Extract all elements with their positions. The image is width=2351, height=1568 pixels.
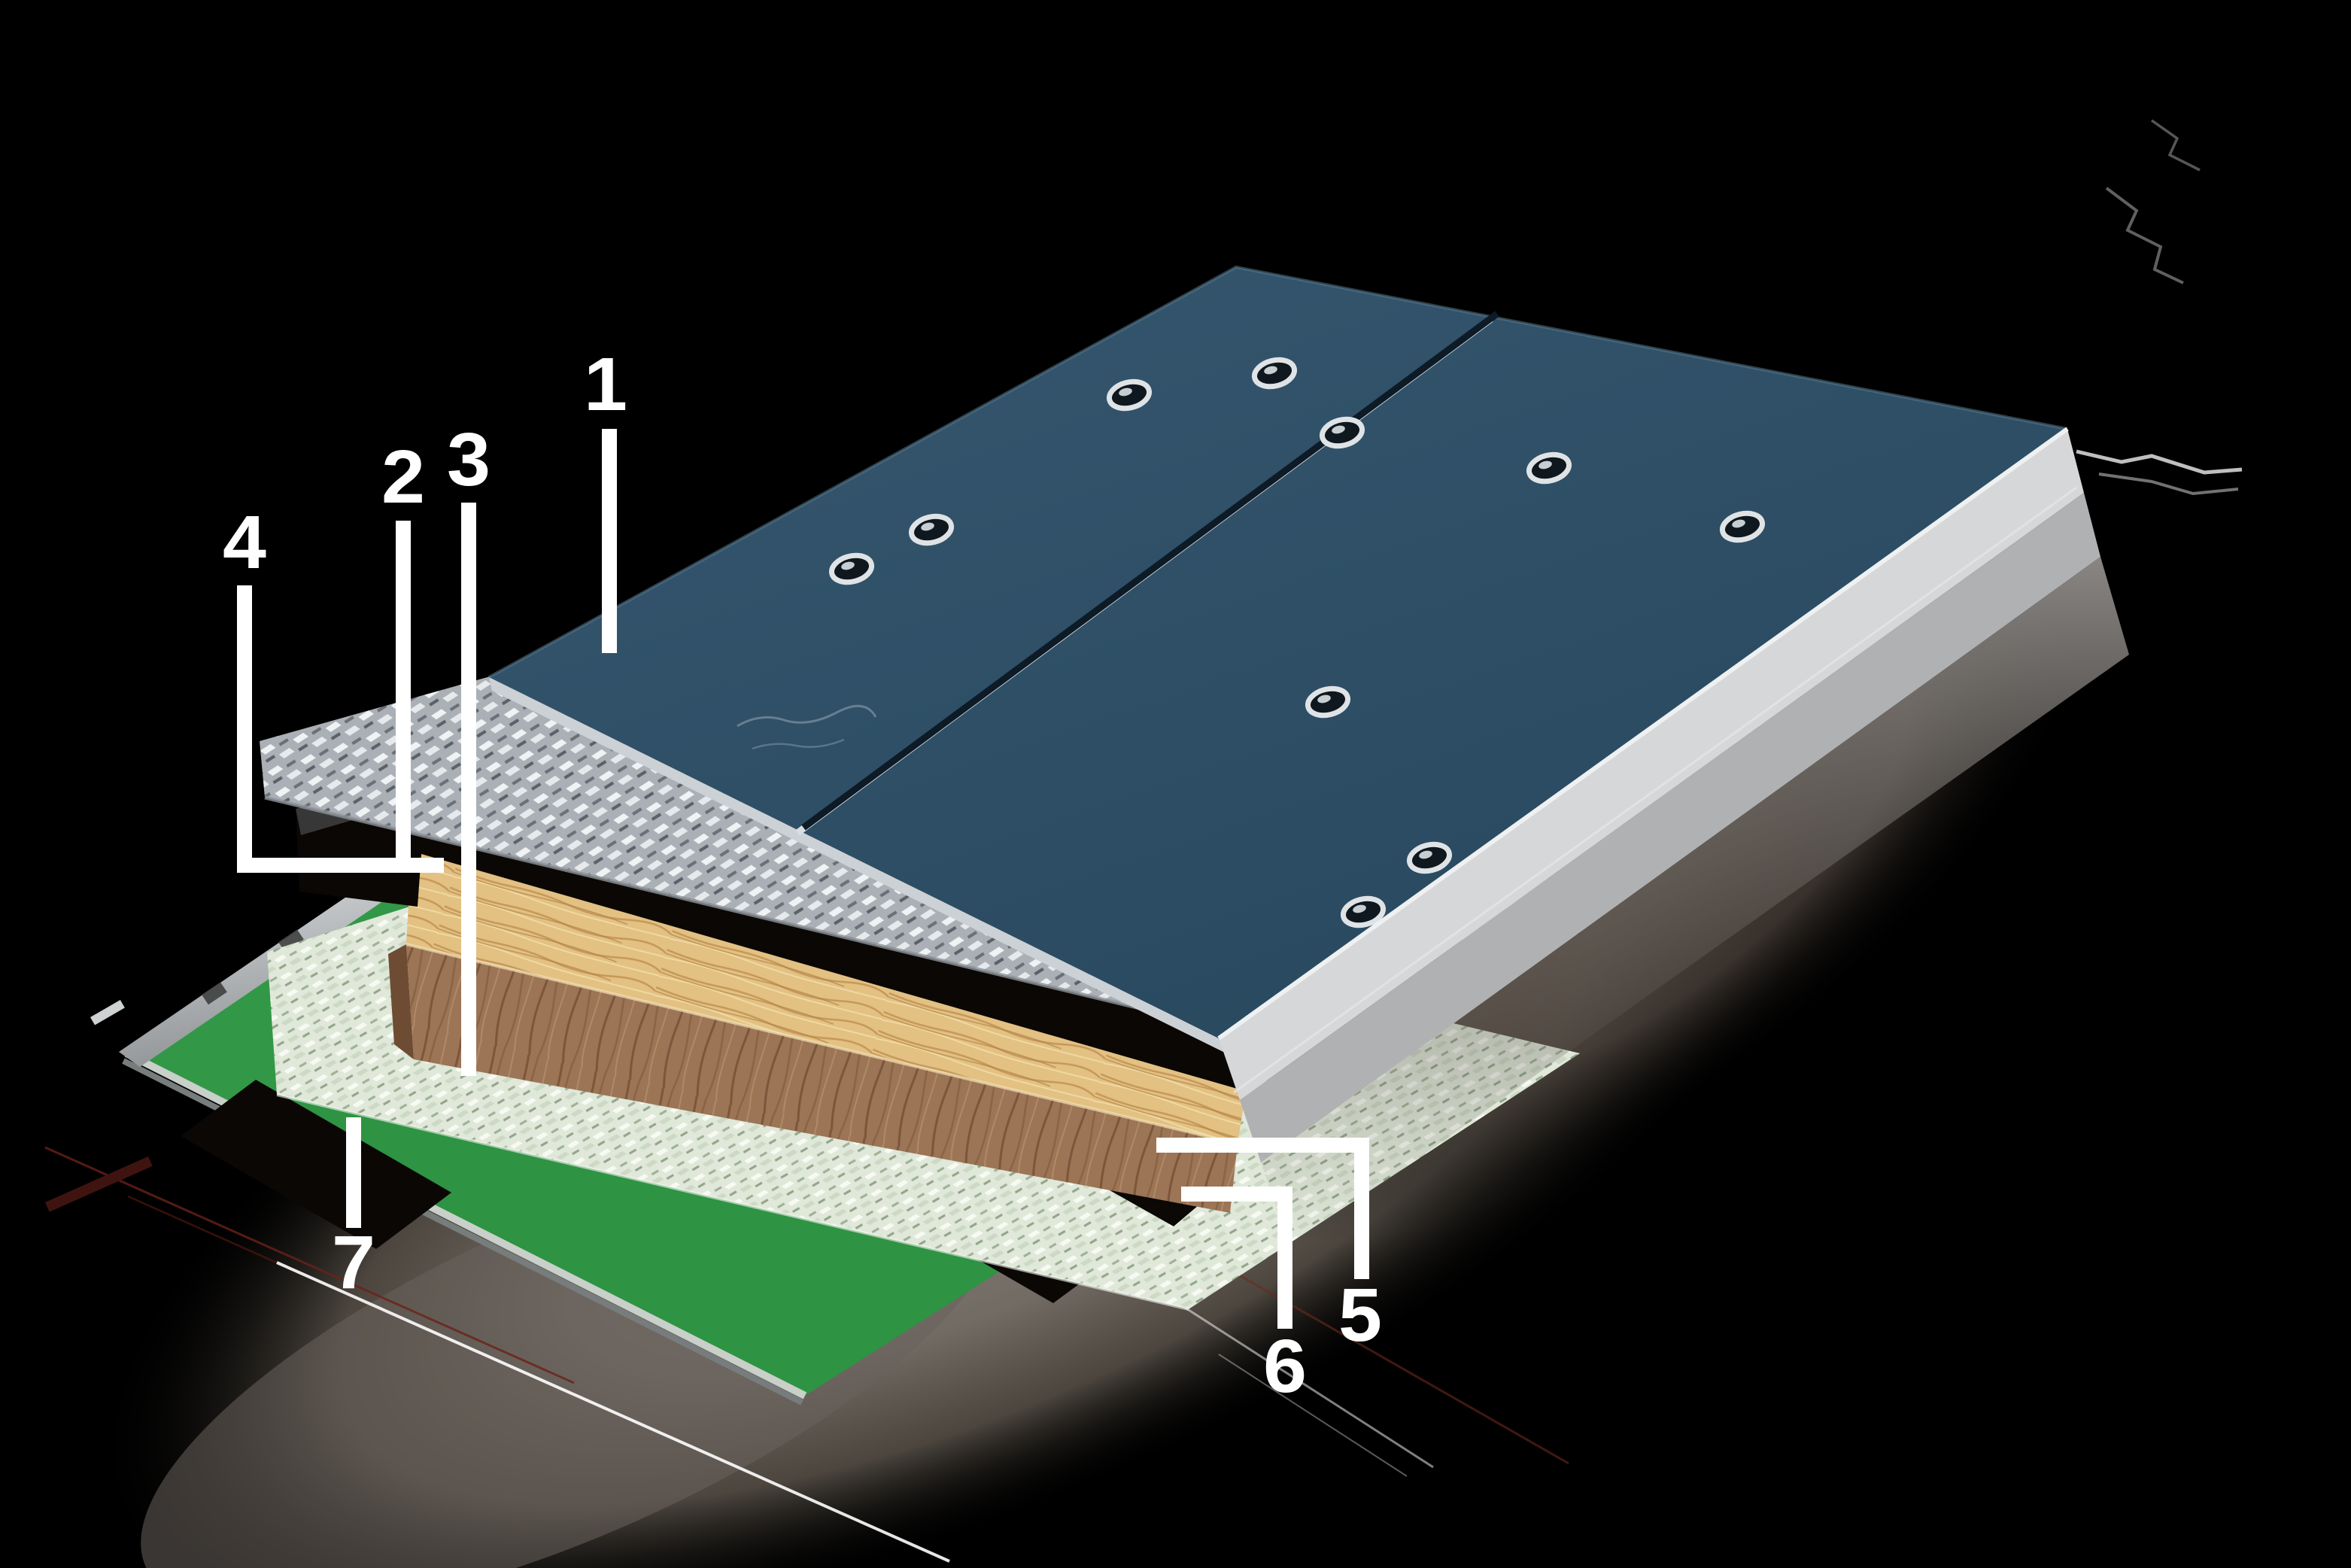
leader-line-6 bbox=[1181, 1187, 1292, 1329]
rivet bbox=[1526, 451, 1572, 485]
wood-front-top-highlight bbox=[406, 943, 1238, 1145]
layer-blue-top-assembly bbox=[488, 265, 2068, 1053]
artifact-streak-2 bbox=[2098, 473, 2239, 496]
label-5: 5 bbox=[1338, 1273, 1382, 1357]
green-black-patch-left bbox=[181, 1080, 451, 1249]
slab-face-mid bbox=[1240, 493, 2100, 1162]
white-streak-right-2 bbox=[1218, 1354, 1408, 1477]
label-1: 1 bbox=[584, 342, 627, 427]
scratch-artifact-2 bbox=[752, 738, 845, 750]
rivet bbox=[1319, 416, 1365, 449]
blue-sheet-thin-edge bbox=[489, 677, 1226, 1053]
rivet bbox=[1251, 357, 1298, 390]
wood-left-end-face bbox=[388, 944, 414, 1059]
panel-side-slab bbox=[1217, 427, 2129, 1249]
slab-mid-highlight bbox=[1233, 486, 2077, 1094]
rivet bbox=[908, 513, 955, 546]
slab-face-fade bbox=[1261, 557, 2129, 1249]
corner-artifacts bbox=[2076, 119, 2243, 496]
rail-fragment bbox=[90, 1000, 125, 1026]
maroon-fragment bbox=[44, 1156, 153, 1212]
blue-top-sheet bbox=[489, 267, 2067, 1038]
rivet bbox=[828, 552, 875, 585]
rivet bbox=[1406, 841, 1453, 874]
sage-front-highlight bbox=[276, 1093, 1189, 1311]
rail-notch-1 bbox=[202, 982, 227, 1005]
red-streak-left bbox=[44, 1146, 575, 1384]
leader-line-5 bbox=[1156, 1138, 1369, 1279]
rivet bbox=[1106, 378, 1153, 412]
tread-plate-front-edge bbox=[264, 795, 1250, 1037]
sheet-seam-gap bbox=[801, 311, 1499, 831]
label-7: 7 bbox=[332, 1220, 375, 1305]
rivet bbox=[1340, 895, 1387, 928]
slab-face-upper bbox=[1219, 429, 2084, 1100]
wood-top-face bbox=[406, 841, 1247, 1144]
layer-wood-core bbox=[388, 841, 1247, 1213]
scratch-artifact-1 bbox=[737, 704, 877, 728]
label-6: 6 bbox=[1263, 1324, 1307, 1408]
slab-top-highlight bbox=[1217, 427, 2069, 1041]
wood-front-face bbox=[406, 944, 1238, 1213]
artifact-zigzag-1 bbox=[2105, 187, 2184, 284]
label-4: 4 bbox=[223, 500, 266, 585]
rivet bbox=[1305, 685, 1351, 719]
label-2: 2 bbox=[381, 435, 425, 519]
blue-top-rim bbox=[488, 265, 2068, 679]
callouts: 1 2 3 4 5 6 7 bbox=[223, 342, 1382, 1408]
white-streak-left bbox=[276, 1261, 950, 1563]
white-streak-right bbox=[1169, 1296, 1434, 1469]
label-3: 3 bbox=[447, 418, 491, 502]
artifact-zigzag-2 bbox=[2150, 119, 2201, 172]
leader-line-4 bbox=[237, 585, 444, 873]
artifact-streak-1 bbox=[2076, 449, 2243, 475]
rivet bbox=[1719, 510, 1766, 543]
